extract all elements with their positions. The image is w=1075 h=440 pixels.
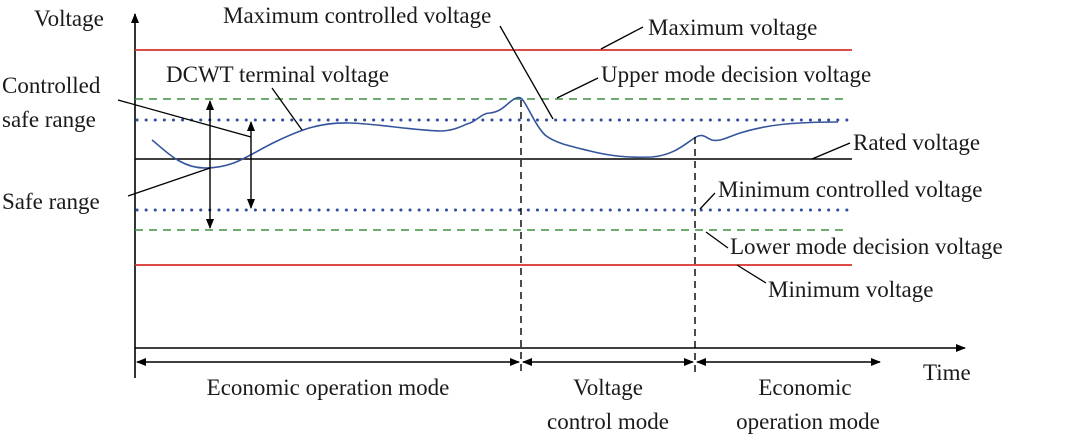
y-axis-label: Voltage bbox=[34, 6, 104, 31]
leader-rated-voltage bbox=[811, 142, 851, 160]
dcwt-terminal-voltage-curve bbox=[151, 96, 839, 169]
leader-minimum-controlled bbox=[699, 192, 716, 210]
controlled-safe-range-label-line1: Controlled bbox=[2, 73, 101, 98]
controlled-safe-range-label-line2: safe range bbox=[2, 107, 96, 132]
maximum-voltage-label: Maximum voltage bbox=[648, 15, 817, 40]
x-axis-label: Time bbox=[923, 360, 971, 385]
mode3-label-line2: operation mode bbox=[736, 409, 880, 434]
dcwt-voltage-label: DCWT terminal voltage bbox=[166, 62, 389, 87]
rated-voltage-label: Rated voltage bbox=[853, 130, 980, 155]
leader-upper-decision bbox=[556, 77, 599, 99]
minimum-voltage-label: Minimum voltage bbox=[768, 277, 933, 302]
mode2-label-line2: control mode bbox=[547, 409, 669, 434]
mode2-label-line1: Voltage bbox=[573, 375, 643, 400]
leader-safe-range bbox=[127, 167, 211, 197]
leader-dcwt bbox=[271, 87, 303, 131]
mode1-label: Economic operation mode bbox=[207, 375, 450, 400]
leader-minimum-voltage bbox=[736, 264, 767, 284]
upper-mode-decision-label: Upper mode decision voltage bbox=[601, 62, 871, 87]
minimum-controlled-label: Minimum controlled voltage bbox=[718, 177, 982, 202]
maximum-controlled-label: Maximum controlled voltage bbox=[223, 3, 491, 28]
lower-mode-decision-label: Lower mode decision voltage bbox=[730, 234, 1003, 259]
leader-controlled-safe-range bbox=[117, 99, 252, 138]
leader-maximum-controlled bbox=[499, 25, 554, 120]
safe-range-label: Safe range bbox=[2, 189, 100, 214]
leader-maximum-voltage bbox=[600, 26, 644, 50]
leader-lower-decision bbox=[705, 231, 729, 249]
mode3-label-line1: Economic bbox=[758, 375, 851, 400]
